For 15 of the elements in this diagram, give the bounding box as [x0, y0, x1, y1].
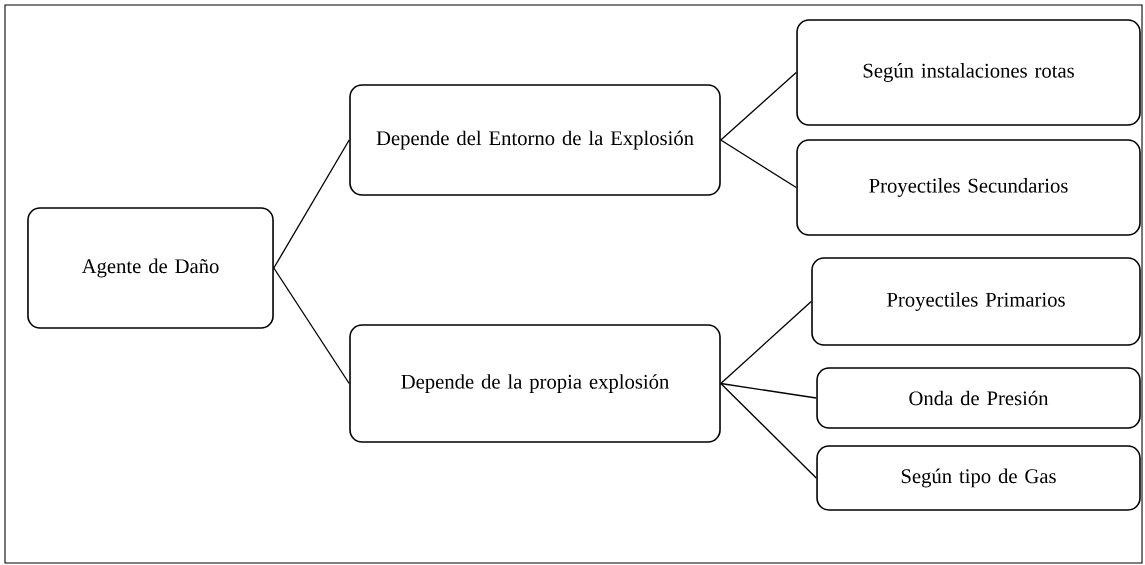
connector-line [720, 71, 797, 141]
connector-line [720, 300, 812, 385]
connector-line [720, 382, 817, 479]
connector-line [273, 267, 350, 385]
process-box: Depende del Entorno de la Explosión [349, 84, 721, 196]
process-box: Proyectiles Secundarios [796, 139, 1141, 236]
connector-line [720, 382, 817, 399]
process-box: Onda de Presión [816, 367, 1141, 429]
process-box: Según instalaciones rotas [796, 19, 1141, 126]
connector-line [273, 139, 350, 269]
process-box: Depende de la propia explosión [349, 324, 721, 443]
process-box: Según tipo de Gas [816, 445, 1141, 511]
connector-line [720, 139, 797, 189]
process-box: Proyectiles Primarios [811, 257, 1141, 346]
process-box: Agente de Daño [27, 207, 274, 329]
